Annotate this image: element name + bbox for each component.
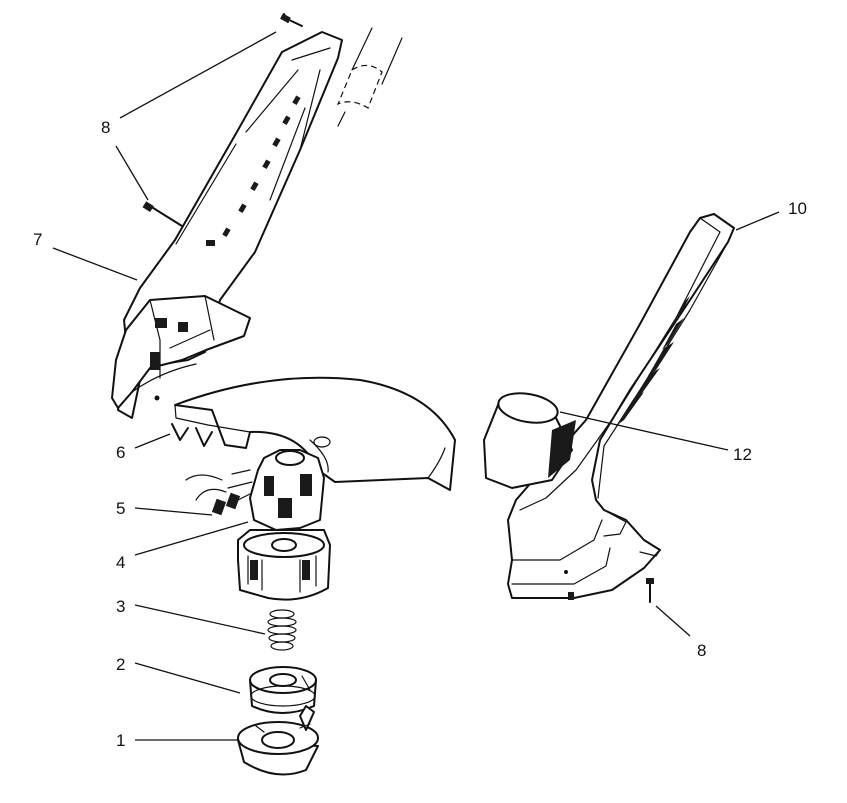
callout-1: 1 bbox=[116, 731, 125, 750]
right-housing-half bbox=[507, 213, 735, 600]
screw-middle bbox=[142, 201, 183, 227]
callout-3: 3 bbox=[116, 597, 125, 616]
motor bbox=[185, 449, 325, 531]
left-housing-half bbox=[111, 27, 403, 419]
cylindrical-grip bbox=[483, 392, 576, 489]
leader-lines bbox=[52, 31, 780, 741]
spring bbox=[267, 609, 297, 651]
callout-2: 2 bbox=[116, 655, 125, 674]
grass-guard bbox=[171, 376, 456, 491]
callout-labels: 1 2 3 4 5 6 7 8 8 10 12 bbox=[33, 118, 807, 750]
spool bbox=[249, 666, 317, 714]
spool-cap bbox=[237, 705, 319, 776]
callout-12: 12 bbox=[733, 445, 752, 464]
callout-7: 7 bbox=[33, 230, 42, 249]
screw-upper bbox=[280, 13, 303, 27]
screw-right bbox=[646, 578, 654, 603]
callout-6: 6 bbox=[116, 443, 125, 462]
fan-housing bbox=[237, 529, 331, 601]
callout-8a: 8 bbox=[101, 118, 110, 137]
callout-8b: 8 bbox=[697, 641, 706, 660]
callout-4: 4 bbox=[116, 553, 125, 572]
callout-10: 10 bbox=[788, 199, 807, 218]
callout-5: 5 bbox=[116, 499, 125, 518]
